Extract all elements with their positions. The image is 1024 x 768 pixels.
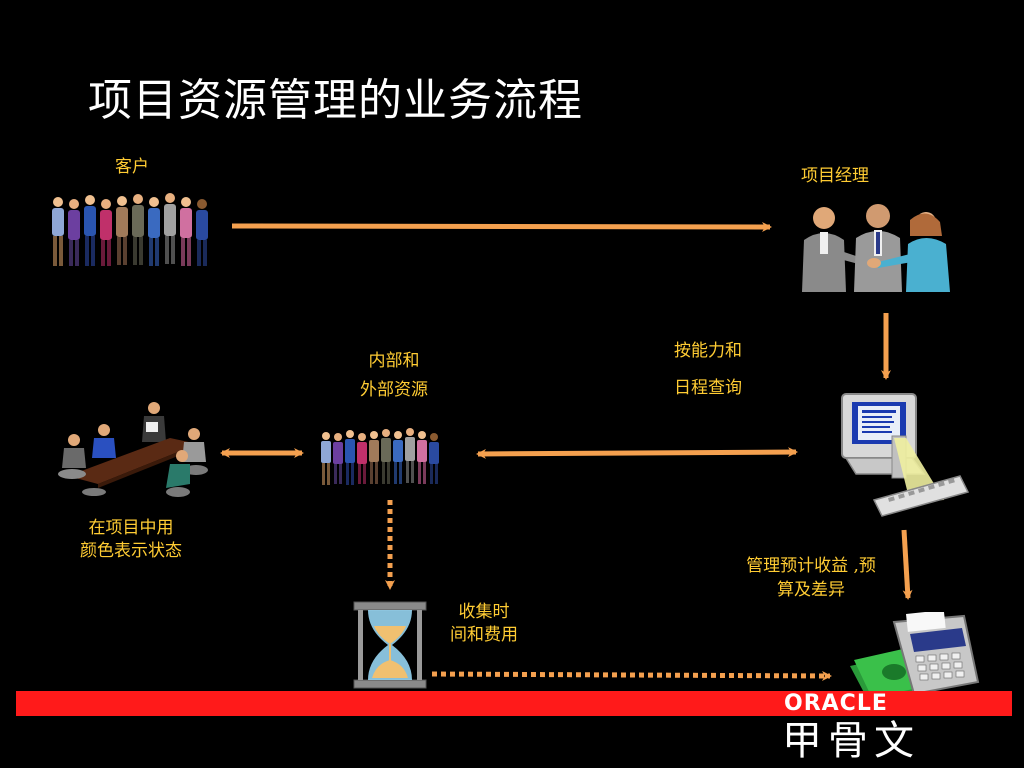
arrow-resources-computer	[476, 447, 798, 459]
collect-time-cost-label: 收集时 间和费用	[450, 602, 518, 645]
hourglass-icon	[353, 601, 427, 689]
status-colors-label: 在项目中用 颜色表示状态	[80, 518, 182, 561]
internal-external-resources-label: 内部和 外部资源	[360, 351, 428, 400]
footer-red-bar	[16, 691, 1012, 716]
page-title: 项目资源管理的业务流程	[88, 75, 583, 126]
resources-crowd-icon	[321, 428, 439, 485]
oracle-logo-text: ORACLE	[784, 691, 888, 716]
computer-icon	[841, 393, 970, 517]
arrow-computer-to-finance	[901, 529, 913, 600]
arrow-customer-to-pm	[231, 221, 772, 232]
dotted-arrow-hourglass-to-finance	[431, 670, 832, 681]
oracle-chinese-logo: 甲骨文	[782, 718, 920, 764]
query-by-skill-label: 按能力和 日程查询	[674, 341, 742, 398]
project-manager-handshake-icon	[802, 204, 950, 292]
manage-revenue-label: 管理预计收益 ,预 算及差异	[746, 556, 876, 600]
meeting-table-icon	[58, 402, 208, 497]
customer-label: 客户	[115, 157, 149, 177]
project-manager-label: 项目经理	[801, 166, 869, 186]
customer-crowd-icon	[52, 193, 208, 266]
